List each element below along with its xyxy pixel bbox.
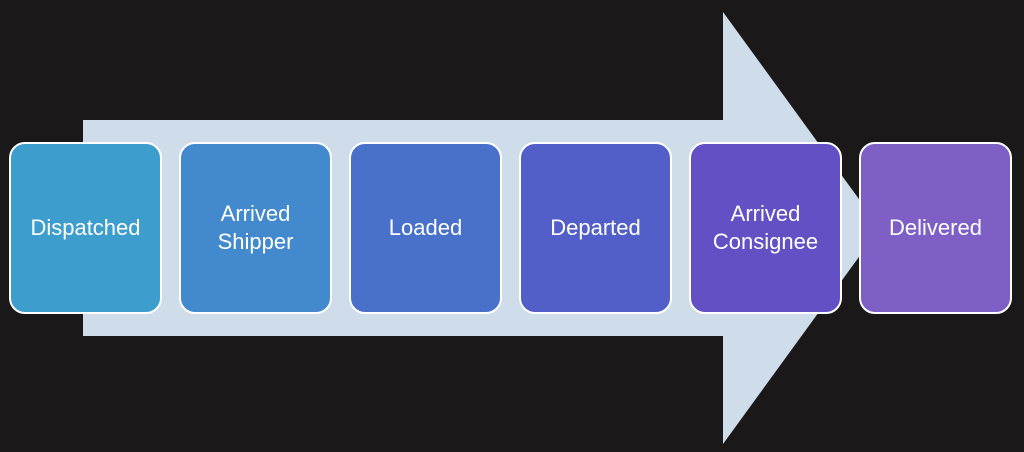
step-label: Dispatched [30, 215, 141, 240]
step-loaded: Loaded [349, 142, 502, 314]
step-label: Loaded [388, 215, 463, 240]
step-label: Arrived Consignee [712, 201, 819, 254]
step-arrived-consignee: Arrived Consignee [689, 142, 842, 314]
step-arrived-shipper: Arrived Shipper [179, 142, 332, 314]
step-departed: Departed [519, 142, 672, 314]
step-dispatched: Dispatched [9, 142, 162, 314]
step-label: Delivered [889, 215, 982, 240]
step-label: Departed [550, 215, 641, 240]
step-label: Arrived Shipper [217, 201, 294, 254]
step-delivered: Delivered [859, 142, 1012, 314]
